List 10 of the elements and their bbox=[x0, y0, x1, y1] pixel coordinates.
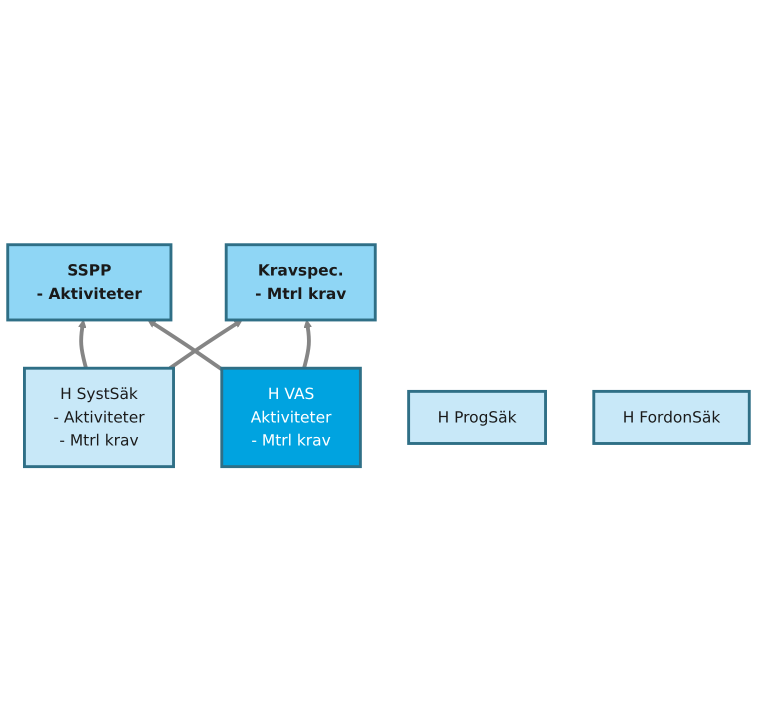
node-box: H SystSäk - Aktiviteter - Mtrl krav bbox=[23, 366, 175, 468]
node-box: SSPP - Aktiviteter bbox=[6, 243, 172, 322]
node-box: Kravspec. - Mtrl krav bbox=[224, 243, 377, 322]
arrow bbox=[302, 319, 312, 369]
node-box: H FordonSäk bbox=[592, 390, 751, 445]
node-box: H ProgSäk bbox=[407, 390, 547, 445]
node-box: H VAS Aktiviteter - Mtrl krav bbox=[220, 366, 362, 468]
arrow bbox=[147, 319, 223, 371]
arrow bbox=[78, 319, 88, 369]
arrow bbox=[168, 319, 243, 370]
